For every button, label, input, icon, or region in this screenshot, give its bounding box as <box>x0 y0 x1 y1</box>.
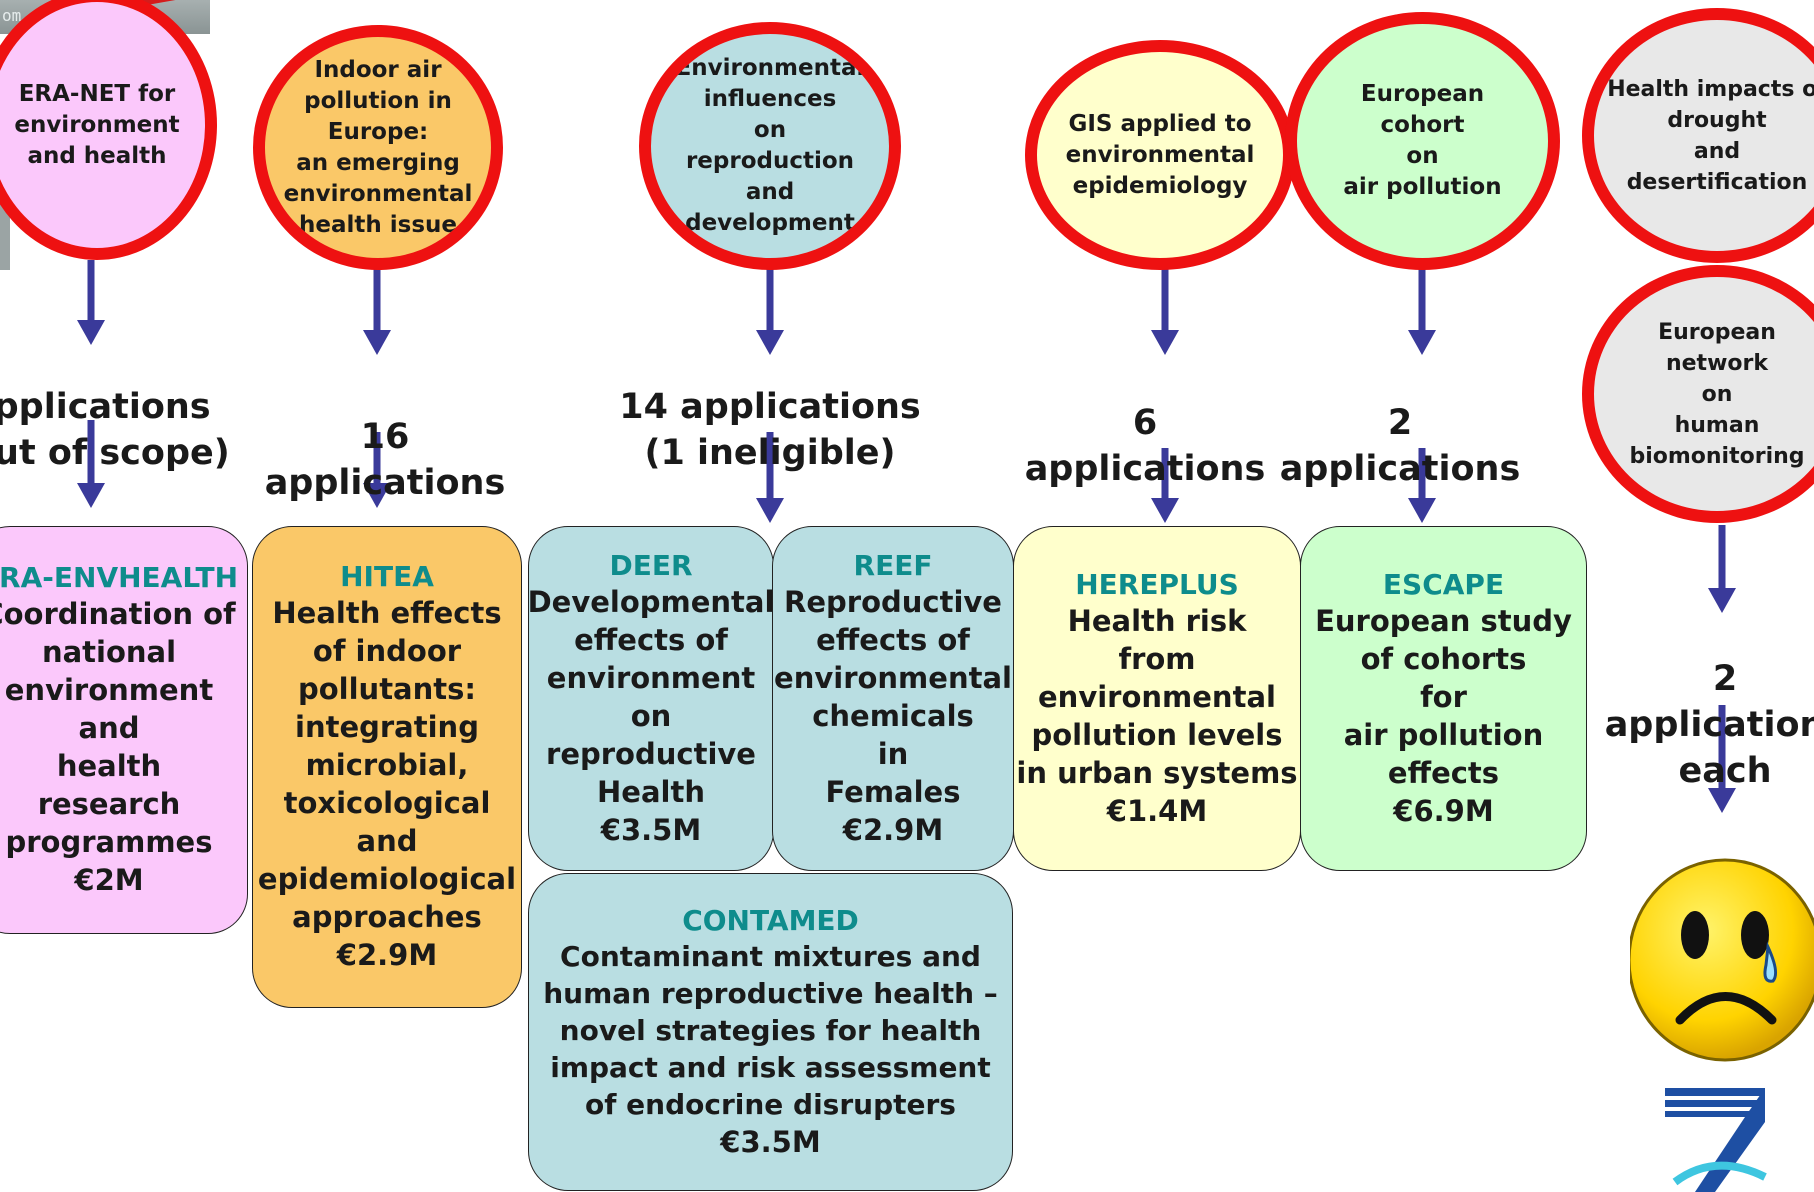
project-acronym: DEER <box>609 548 693 582</box>
project-budget: €2.9M <box>842 812 944 847</box>
count-gis: 6 applications <box>1024 403 1266 489</box>
project-description: Health risk from environmental pollution… <box>1016 603 1298 790</box>
sad-crying-face-icon <box>1630 858 1814 1062</box>
project-budget: €2M <box>74 863 144 897</box>
banner-edge-shadow <box>0 190 10 270</box>
topic-label: Health impacts of drought and desertific… <box>1607 76 1814 195</box>
project-budget: €3.5M <box>600 812 702 847</box>
project-budget: €3.5M <box>720 1124 821 1159</box>
fp7-logo-icon <box>1665 1088 1767 1192</box>
project-box-deer: DEER Developmental effects of environmen… <box>528 526 774 871</box>
project-description: Developmental effects of environment on … <box>528 584 774 809</box>
project-box-era-envhealth: ERA-ENVHEALTH Coordination of national e… <box>0 526 248 934</box>
topic-circle-gis: GIS applied to environmental epidemiolog… <box>1025 40 1295 270</box>
topic-label: European network on human biomonitoring <box>1629 319 1805 469</box>
project-budget: €2.9M <box>336 938 438 972</box>
project-description: Health effects of indoor pollutants: int… <box>257 596 517 934</box>
project-description: Reproductive effects of environmental ch… <box>774 584 1012 809</box>
topic-label: Indoor air pollution in Europe: an emerg… <box>283 56 473 238</box>
project-acronym: HITEA <box>340 560 434 593</box>
project-budget: €1.4M <box>1106 793 1208 828</box>
project-acronym: ERA-ENVHEALTH <box>0 561 239 594</box>
topic-label: ERA-NET for environment and health <box>14 80 180 169</box>
count-reproduction: 14 applications (1 ineligible) <box>619 387 921 473</box>
project-acronym: HEREPLUS <box>1075 567 1239 601</box>
project-acronym: ESCAPE <box>1382 567 1505 601</box>
topic-circle-era-net: ERA-NET for environment and health <box>0 0 217 260</box>
topic-label: GIS applied to environmental epidemiolog… <box>1065 110 1255 199</box>
project-acronym: CONTAMED <box>682 903 859 937</box>
topic-label: Environmental influences on reproduction… <box>675 55 865 236</box>
project-box-hitea: HITEA Health effects of indoor pollutant… <box>252 526 522 1008</box>
project-box-reef: REEF Reproductive effects of environment… <box>772 526 1014 871</box>
project-box-hereplus: HEREPLUS Health risk from environmental … <box>1013 526 1301 871</box>
project-acronym: REEF <box>853 548 933 582</box>
count-indoor-air: 16 applications <box>264 417 506 503</box>
count-era-net: applications out of scope) <box>0 387 230 473</box>
topic-label: European cohort on air pollution <box>1343 81 1502 200</box>
count-drought-biomonitoring: 2 applications each <box>1604 659 1814 791</box>
topic-circle-air-cohort: European cohort on air pollution <box>1285 12 1560 270</box>
project-box-escape: ESCAPE European study of cohorts for air… <box>1300 526 1587 871</box>
project-box-contamed: CONTAMED Contaminant mixtures and human … <box>528 873 1013 1191</box>
project-description: Contaminant mixtures and human reproduct… <box>543 939 998 1121</box>
project-description: European study of cohorts for air pollut… <box>1315 603 1572 790</box>
project-description: Coordination of national environment and… <box>0 597 236 859</box>
arrow-group <box>77 260 1736 813</box>
count-air-cohort: 2 applications <box>1279 403 1521 489</box>
project-budget: €6.9M <box>1393 793 1494 828</box>
topic-circle-indoor-air: Indoor air pollution in Europe: an emerg… <box>253 25 503 270</box>
topic-circle-reproduction: Environmental influences on reproduction… <box>639 22 901 270</box>
